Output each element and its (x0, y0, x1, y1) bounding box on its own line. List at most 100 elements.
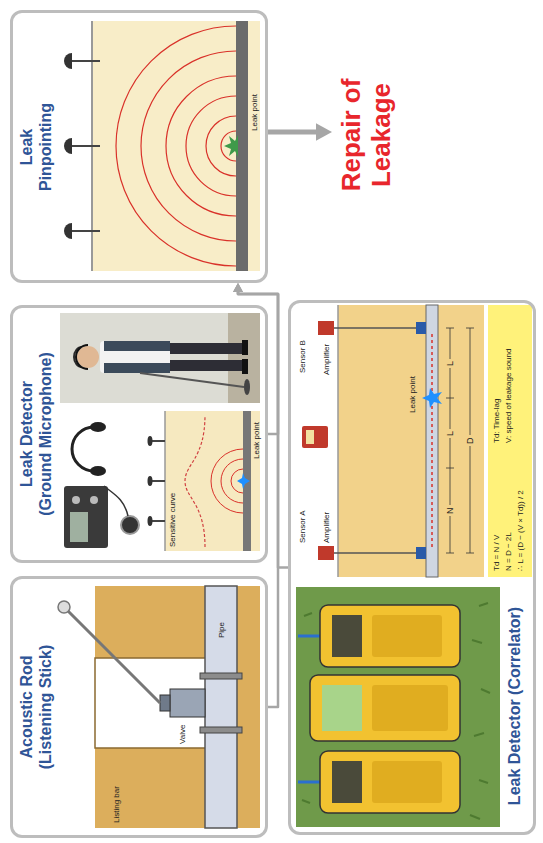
headphone-cup (90, 466, 106, 476)
part-label: Leak point (252, 422, 261, 459)
arrow-head (233, 283, 243, 292)
person-vest (104, 363, 170, 373)
part-label: Pipe (217, 622, 226, 638)
handset-keypad (372, 615, 442, 657)
correlator-screen (306, 430, 314, 444)
box-title: Leak Detector (Ground Microphone) (17, 350, 55, 518)
sound-wave (206, 116, 236, 176)
ground-section (165, 411, 260, 551)
listening-rod (68, 611, 160, 703)
sound-wave (221, 131, 236, 161)
pinpointing-illustration (64, 21, 356, 271)
sensor-stick (72, 60, 100, 62)
person-headphones (76, 345, 88, 369)
sound-wave (186, 96, 236, 196)
part-label: V: speed of leakage sound (504, 349, 513, 443)
headphone-cup (90, 422, 106, 432)
sensor-head (64, 53, 72, 69)
pipe-flange (200, 673, 242, 679)
part-label: Sensitive curve (168, 493, 177, 547)
leak-sound-path (431, 333, 433, 547)
arrow-head (233, 283, 243, 292)
ground-microphone-illustration (60, 313, 260, 551)
box-title: Leak Pinpointing (17, 92, 55, 202)
connector-line (238, 288, 288, 567)
part-label: Leak point (250, 94, 259, 131)
method-box: Acoustic Rod (Listening Stick) (10, 576, 268, 838)
part-label: Sensor B (298, 340, 307, 373)
sensitivity-curve (185, 415, 205, 547)
box-title: Leak Detector (Correlator) (505, 586, 524, 826)
part-label: L (445, 429, 455, 438)
result-text: Repair of Leakage (336, 60, 396, 210)
person-head (77, 346, 99, 368)
handset-screen (322, 685, 362, 731)
connector-line (238, 288, 278, 434)
dimension-ticks (466, 328, 474, 553)
sensor-cable (298, 635, 320, 638)
part-label: Td = N / V (492, 535, 501, 571)
amplifier-box (318, 321, 334, 335)
pipe-section (426, 305, 438, 577)
ground-microphone (121, 516, 139, 534)
leak-mark (422, 388, 442, 408)
handset-screen (332, 615, 362, 657)
result-node: Repair of Leakage (336, 54, 402, 210)
flow-connector (233, 283, 278, 707)
probe-head (148, 476, 153, 486)
part-label: Leak point (408, 376, 417, 413)
person-shoe (242, 359, 248, 374)
correlator-main-unit (310, 675, 460, 741)
photo-floor (228, 313, 260, 403)
ground-section (92, 21, 260, 271)
formula-band (488, 305, 532, 577)
amplifier-box (318, 546, 334, 560)
headphone-band (72, 427, 94, 471)
correlator-handset (320, 605, 460, 667)
grass-texture (302, 603, 490, 819)
microphone-foot (244, 379, 250, 395)
probe-head (148, 436, 153, 446)
probe-stick (152, 480, 165, 482)
handset-screen (332, 761, 362, 803)
sound-wave (116, 26, 236, 266)
sound-waves (116, 26, 236, 266)
valve-stem (160, 695, 170, 711)
probe-stick (152, 440, 165, 442)
correlator-schematic (302, 305, 532, 577)
flow-connector (233, 283, 288, 568)
ground-surface (337, 305, 339, 577)
part-label: Amplifier (322, 344, 331, 375)
arrow-head (316, 123, 332, 141)
acoustic-rod-illustration (58, 586, 260, 828)
part-label: Sensor A (298, 511, 307, 543)
photo-background (60, 313, 260, 403)
pipe-section (205, 586, 237, 828)
part-label: ∴ L = (D − (V × Td)) / 2 (516, 490, 525, 571)
probe-stick (152, 520, 165, 522)
ground-section (338, 305, 484, 577)
leak-mark (224, 135, 238, 157)
valve-body (170, 689, 205, 717)
sound-wave (166, 76, 236, 216)
part-label: N = D − 2L (504, 532, 513, 571)
microphone-cable (104, 486, 128, 516)
person-vest (104, 341, 170, 351)
pipe-flange (200, 727, 242, 733)
correlator-unit (302, 426, 328, 448)
handset-keypad (372, 685, 448, 731)
part-label: Valve (178, 725, 187, 744)
detector-knob (72, 496, 80, 504)
ground-section (95, 586, 260, 828)
method-box: Leak Pinpointing (10, 10, 268, 283)
connector-line (238, 288, 278, 707)
sound-wave (141, 51, 236, 241)
sensor-head (64, 223, 72, 239)
person-shoe (242, 340, 248, 355)
correlator-handset (320, 751, 460, 813)
part-label: Amplifier (322, 512, 331, 543)
person-leg (170, 360, 242, 371)
sensor-stick (72, 230, 100, 232)
